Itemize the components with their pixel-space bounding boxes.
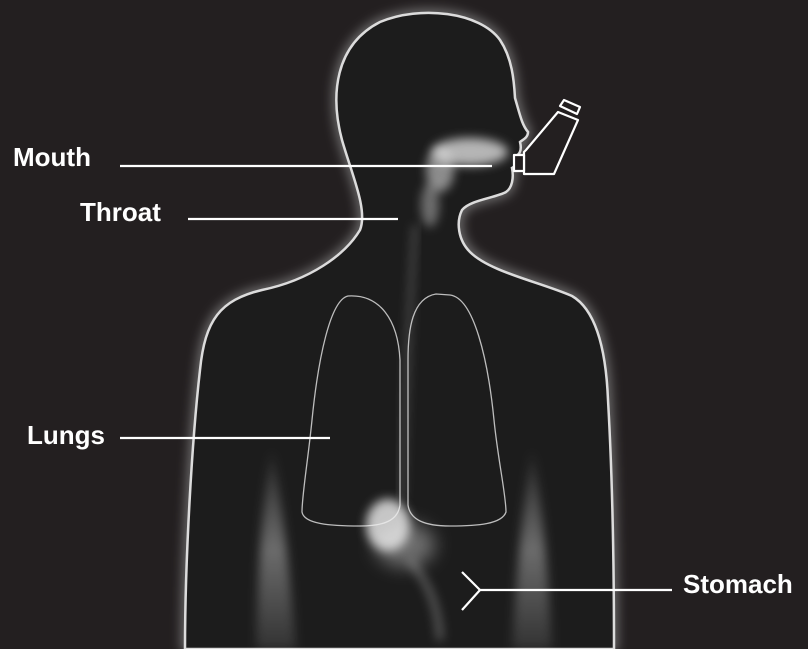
stomach-label: Stomach xyxy=(683,571,793,597)
throat-label: Throat xyxy=(80,199,161,225)
mouth-label: Mouth xyxy=(13,144,91,170)
lungs-label: Lungs xyxy=(27,422,105,448)
